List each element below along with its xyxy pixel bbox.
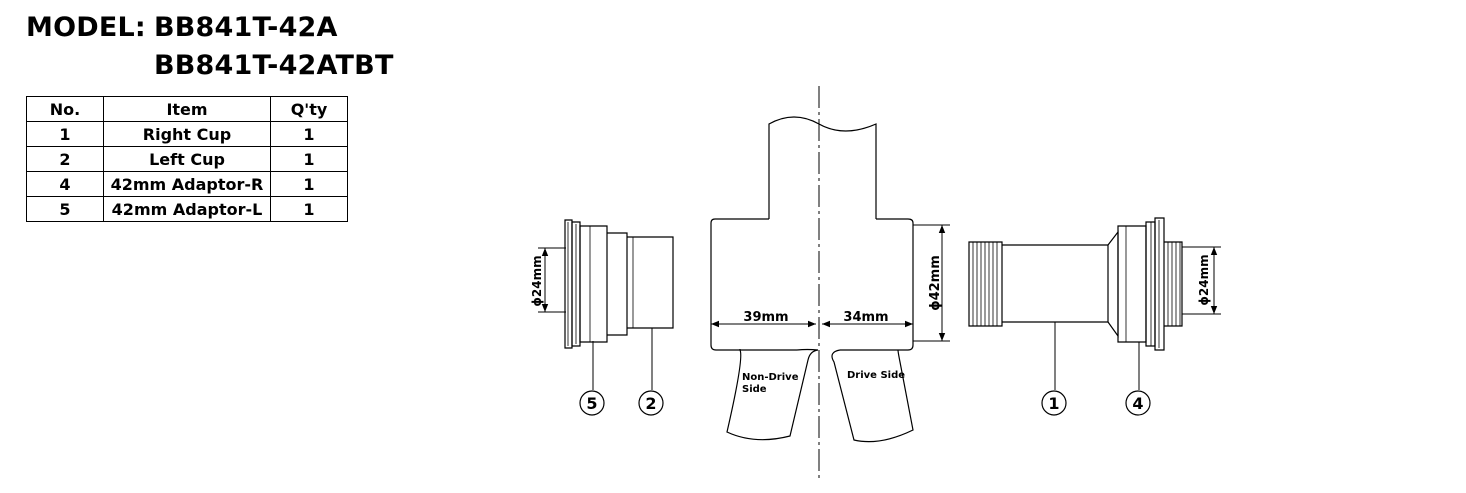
left-bore-dimension <box>538 247 566 313</box>
model-number-1: BB841T-42A <box>154 12 338 43</box>
model-number-2: BB841T-42ATBT <box>154 50 394 81</box>
table-header-row: No. Item Q'ty <box>26 96 348 122</box>
callout-4: 4 <box>1125 390 1151 416</box>
non-drive-side-label: Non-Drive <box>742 372 799 383</box>
model-label: MODEL: <box>26 12 146 43</box>
column-header-item: Item <box>103 96 271 122</box>
non-drive-side-label-2: Side <box>742 384 767 395</box>
right-cup-assembly <box>968 217 1183 351</box>
row-qty: 1 <box>270 196 348 222</box>
callout-2: 2 <box>638 390 664 416</box>
right-bore-dimension <box>1182 246 1221 315</box>
row-qty: 1 <box>270 171 348 197</box>
drive-side-label: Drive Side <box>847 370 905 381</box>
left-cup-assembly <box>564 219 674 349</box>
callout-2-label: 2 <box>645 394 656 413</box>
ds-width-label: 34mm <box>843 310 888 325</box>
drive-chainstay <box>831 349 914 443</box>
right-bore-label: ϕ24mm <box>1197 254 1211 305</box>
callout-4-label: 4 <box>1132 394 1143 413</box>
non-drive-chainstay <box>726 348 819 441</box>
table-row: 4 42mm Adaptor-R 1 <box>26 171 348 197</box>
table-row: 1 Right Cup 1 <box>26 121 348 147</box>
column-header-no: No. <box>26 96 104 122</box>
callout-5: 5 <box>579 390 605 416</box>
nds-width-label: 39mm <box>743 310 788 325</box>
row-number: 5 <box>26 196 104 222</box>
row-item: 42mm Adaptor-L <box>103 196 271 222</box>
callout-1-label: 1 <box>1048 394 1059 413</box>
shell-diameter-label: ϕ42mm <box>928 255 943 311</box>
row-number: 2 <box>26 146 104 172</box>
parts-table: No. Item Q'ty 1 Right Cup 1 2 Left Cup 1… <box>26 96 348 222</box>
callout-5-label: 5 <box>586 394 597 413</box>
table-row: 5 42mm Adaptor-L 1 <box>26 196 348 222</box>
shell-outline <box>710 218 769 351</box>
row-number: 4 <box>26 171 104 197</box>
table-row: 2 Left Cup 1 <box>26 146 348 172</box>
left-bore-label: ϕ24mm <box>530 255 544 306</box>
shell-diameter-dimension <box>913 224 950 342</box>
seat-tube <box>768 116 877 219</box>
row-qty: 1 <box>270 121 348 147</box>
row-number: 1 <box>26 121 104 147</box>
callout-1: 1 <box>1041 390 1067 416</box>
